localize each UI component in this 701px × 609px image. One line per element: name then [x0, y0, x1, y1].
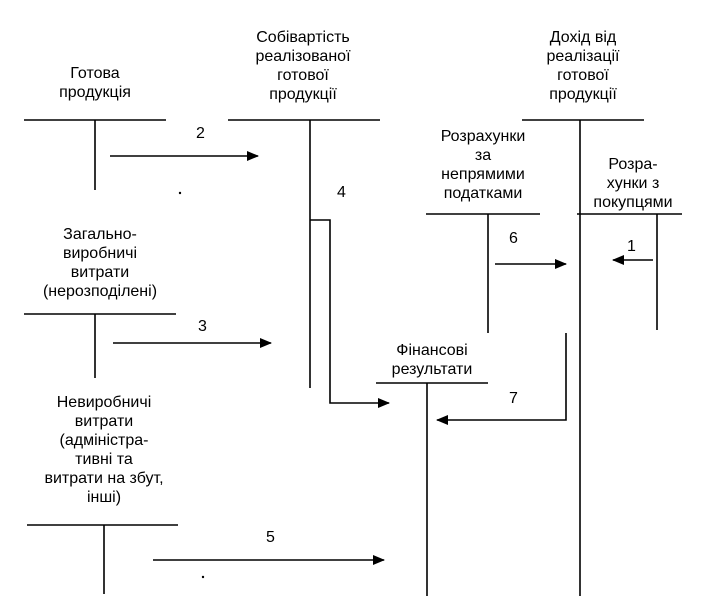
flow-7-number: 7 [509, 390, 518, 407]
nonproduction-label: Невиробничі витрати (адміністра- тивні т… [44, 394, 164, 506]
cost-of-sales-label: Собівартість реалізованої готової продук… [255, 29, 351, 103]
stray-dot [178, 191, 182, 195]
flow-5-number: 5 [266, 529, 275, 546]
indirect-taxes-label: Розрахунки за непрямими податками [440, 128, 526, 202]
flow-3-number: 3 [198, 318, 207, 335]
flow-1-number: 1 [627, 238, 636, 255]
overhead-label: Загально- виробничі витрати (нерозподіле… [42, 226, 158, 300]
stray-dot [201, 575, 205, 579]
financial-results-label: Фінансові результати [391, 342, 473, 378]
customers-label: Розра- хунки з покупцями [593, 156, 673, 211]
flow-4-number: 4 [337, 184, 346, 201]
flow-4-arrow [310, 219, 390, 408]
flow-2-number: 2 [196, 125, 205, 142]
flow-7-arrow [436, 333, 567, 425]
flow-6-number: 6 [509, 230, 518, 247]
finished-goods-label: Готова продукція [59, 65, 131, 101]
sales-revenue-label: Дохід від реалізації готової продукції [546, 29, 620, 103]
